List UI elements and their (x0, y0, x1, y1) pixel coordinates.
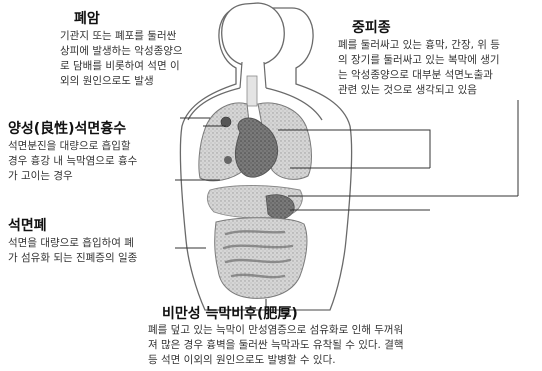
label-desc-asbestosis: 석면을 대량으로 흡입하여 폐 가 섬유화 되는 진폐증의 일종 (8, 236, 137, 266)
head-outline (222, 3, 285, 66)
label-title-pleural-thickening: 비만성 늑막비후(肥厚) (162, 303, 298, 323)
label-title-asbestosis: 석면폐 (8, 215, 47, 235)
desc-line: 상피에 발생하는 악성종양으 (60, 44, 183, 59)
desc-line: 등 석면 이외의 원인으로도 발병할 수 있다. (148, 353, 404, 368)
desc-line: 는 악성종양으로 대부분 석면노출과 (338, 68, 500, 83)
desc-line: 의 장기를 둘러싸고 있는 복막에 생기 (338, 53, 500, 68)
desc-line: 외의 원인으로도 발생 (60, 74, 183, 89)
desc-line: 로 담배를 비롯하여 석면 이 (60, 59, 183, 74)
label-title-benign-effusion: 양성(良性)석면흉수 (8, 118, 126, 138)
desc-line: 가 고이는 경우 (8, 169, 137, 184)
desc-line: 폐를 덮고 있는 늑막이 만성염증으로 섬유화로 인해 두꺼워 (148, 323, 404, 338)
trachea (247, 76, 257, 106)
desc-line: 기관지 또는 폐포를 둘러싼 (60, 29, 183, 44)
desc-line: 석면분진을 대량으로 흡입할 (8, 139, 137, 154)
label-desc-lung-cancer: 기관지 또는 폐포를 둘러싼 상피에 발생하는 악성종양으 로 담배를 비롯하여… (60, 29, 183, 89)
intestines (215, 218, 307, 299)
desc-line: 폐를 둘러싸고 있는 흉막, 간장, 위 등 (338, 38, 500, 53)
desc-line: 관련 있는 것으로 생각되고 있음 (338, 83, 500, 98)
desc-line: 석면을 대량으로 흡입하여 폐 (8, 236, 137, 251)
label-desc-pleural-thickening: 폐를 덮고 있는 늑막이 만성염증으로 섬유화로 인해 두꺼워 져 많은 경우 … (148, 323, 404, 368)
label-desc-mesothelioma: 폐를 둘러싸고 있는 흉막, 간장, 위 등 의 장기를 둘러싸고 있는 복막에… (338, 38, 500, 98)
label-desc-benign-effusion: 석면분진을 대량으로 흡입할 경우 흉강 내 늑막염으로 흉수 가 고이는 경우 (8, 139, 137, 184)
label-title-mesothelioma: 중피종 (352, 17, 391, 37)
desc-line: 경우 흉강 내 늑막염으로 흉수 (8, 154, 137, 169)
desc-line: 져 많은 경우 흉벽을 둘러싼 늑막과도 유착될 수 있다. 결핵 (148, 338, 404, 353)
label-title-lung-cancer: 폐암 (74, 8, 100, 28)
desc-line: 가 섬유화 되는 진폐증의 일종 (8, 251, 137, 266)
